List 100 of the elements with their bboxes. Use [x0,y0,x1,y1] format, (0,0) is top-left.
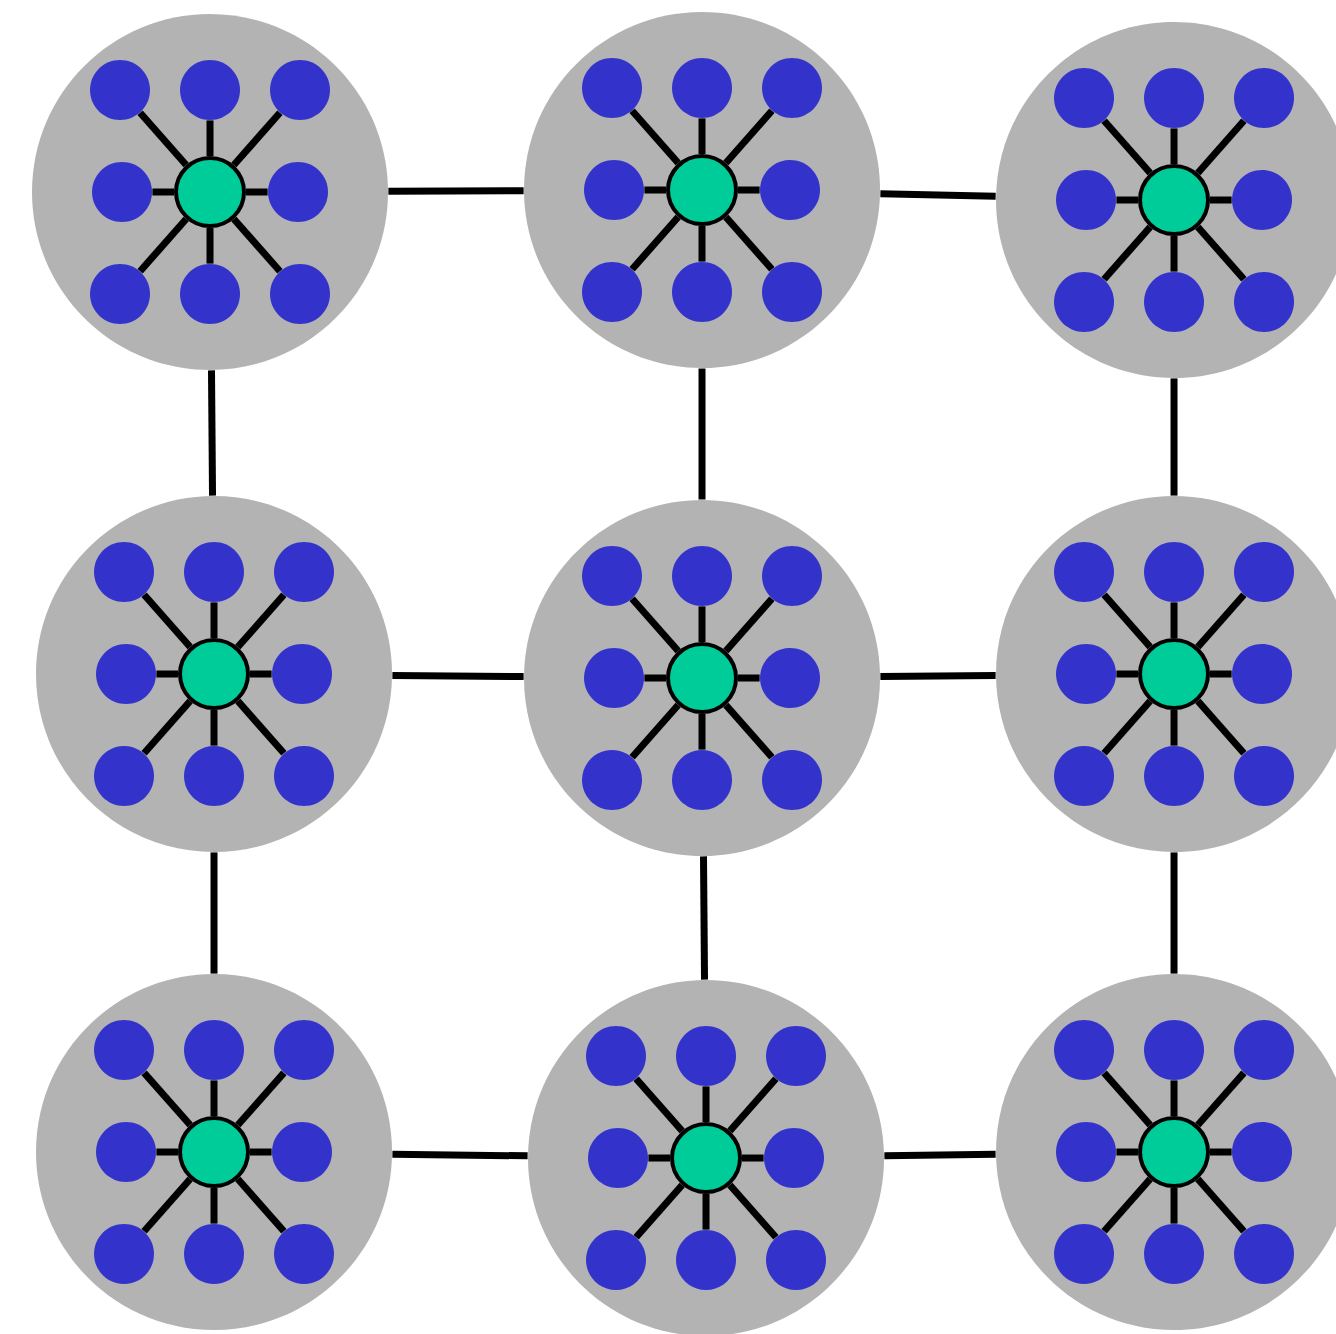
connector-line [141,698,193,756]
connector-line [1195,1176,1247,1234]
connector-line [698,606,706,642]
leaf-node [762,750,822,810]
connector-line [235,698,287,756]
leaf-node [268,162,328,222]
connector-line [884,1150,996,1160]
connector-line [392,1150,528,1160]
leaf-node [1232,644,1292,704]
connector-line [1170,710,1178,746]
leaf-node [676,1026,736,1086]
connector-line [644,186,666,194]
connector-line [1195,224,1247,282]
connector-line [629,596,681,654]
leaf-node [672,58,732,118]
connector-line [629,702,681,760]
connector-line [702,1086,710,1122]
leaf-node [1054,272,1114,332]
connector-line [210,852,218,974]
connector-line [698,368,706,500]
connector-line [1170,852,1178,974]
connector-line [629,214,681,272]
connector-line [1101,1176,1153,1234]
leaf-node [672,750,732,810]
connector-line [1101,592,1153,650]
connector-line [1170,1188,1178,1224]
connector-line [1101,224,1153,282]
leaf-node [672,546,732,606]
connector-line [723,702,775,760]
leaf-node [760,648,820,708]
connector-line [723,596,775,654]
leaf-node [1232,1122,1292,1182]
connector-line [644,674,666,682]
connector-line [738,186,760,194]
leaf-node [270,60,330,120]
leaf-node [94,1224,154,1284]
leaf-node [272,1122,332,1182]
connector-line [1170,236,1178,272]
connector-line [1195,698,1247,756]
connector-line [392,671,524,681]
connector-line [700,856,709,980]
leaf-node [762,58,822,118]
connector-line [880,672,996,680]
leaf-node [96,1122,156,1182]
leaf-node [1056,1122,1116,1182]
connector-line [246,188,268,196]
connector-line [231,216,283,274]
connector-line [1101,698,1153,756]
leaf-node [1234,1020,1294,1080]
connector-line [1210,1148,1232,1156]
leaf-node [584,648,644,708]
connector-line [141,1176,193,1234]
leaf-node [180,264,240,324]
leaf-node [184,1224,244,1284]
leaf-node [274,1224,334,1284]
connector-line [141,1070,193,1128]
connector-line [1116,196,1138,204]
connector-line [156,670,178,678]
leaf-node [1234,68,1294,128]
hub-node [1138,638,1210,710]
connector-line [1101,118,1153,176]
connector-line [1116,1148,1138,1156]
leaf-node [1144,746,1204,806]
connector-line [235,1176,287,1234]
hub-node [1138,164,1210,236]
connector-line [633,1076,685,1134]
connector-line [235,592,287,650]
hub-node [666,642,738,714]
connector-line [629,108,681,166]
connector-line [727,1182,779,1240]
leaf-node [760,160,820,220]
leaf-node [184,1020,244,1080]
leaf-node [588,1128,648,1188]
connector-line [210,1080,218,1116]
leaf-node [184,542,244,602]
leaf-node [274,1020,334,1080]
connector-line [648,1154,670,1162]
leaf-node [1234,1224,1294,1284]
connector-line [1170,378,1178,496]
leaf-node [1144,1224,1204,1284]
connector-line [206,228,214,264]
connector-line [698,714,706,750]
connector-line [137,110,189,168]
connector-line [698,226,706,262]
connector-line [1195,118,1247,176]
connector-line [206,120,214,156]
hub-node [666,154,738,226]
leaf-node [1144,272,1204,332]
hub-node [178,1116,250,1188]
leaf-node [1054,1020,1114,1080]
connector-line [235,1070,287,1128]
leaf-node [766,1230,826,1290]
leaf-node [676,1230,736,1290]
leaf-node [1144,1020,1204,1080]
connector-line [1195,1070,1247,1128]
leaf-node [586,1230,646,1290]
leaf-node [180,60,240,120]
leaf-node [584,160,644,220]
connector-line [152,188,174,196]
hub-node [178,638,250,710]
